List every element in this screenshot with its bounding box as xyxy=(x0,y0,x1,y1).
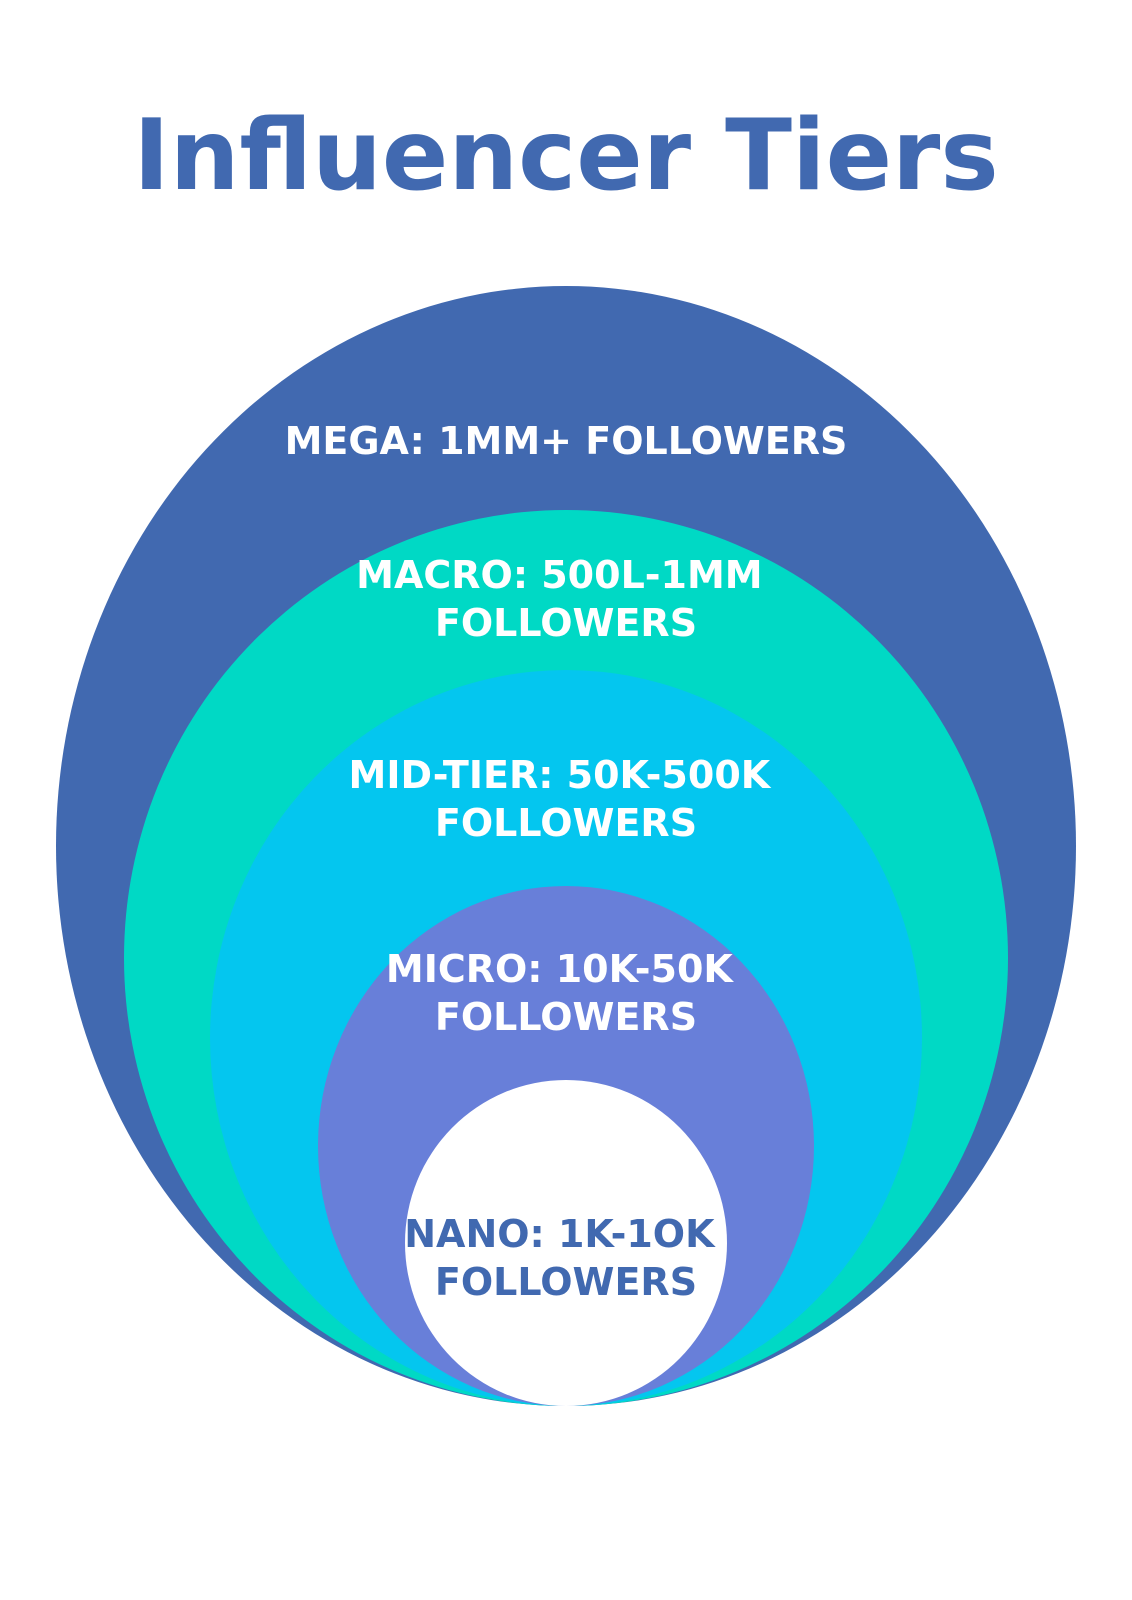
macro-label: MACRO: 500L-1MM FOLLOWERS xyxy=(356,553,776,645)
nano-label-line-2: FOLLOWERS xyxy=(435,1260,697,1304)
nano-ellipse xyxy=(405,1080,727,1406)
macro-label-line-1: MACRO: 500L-1MM xyxy=(356,553,762,597)
nano-label: NANO: 1K-1OK FOLLOWERS xyxy=(404,1212,728,1304)
mid-tier-label-line-2: FOLLOWERS xyxy=(435,801,697,845)
macro-label-line-2: FOLLOWERS xyxy=(435,601,697,645)
micro-label: MICRO: 10K-50K FOLLOWERS xyxy=(386,947,746,1039)
mega-label-line-1: MEGA: 1MM+ FOLLOWERS xyxy=(285,419,848,463)
nano-label-line-1: NANO: 1K-1OK xyxy=(404,1212,716,1256)
micro-label-line-1: MICRO: 10K-50K xyxy=(386,947,735,991)
mega-label: MEGA: 1MM+ FOLLOWERS xyxy=(285,419,848,463)
micro-label-line-2: FOLLOWERS xyxy=(435,995,697,1039)
mid-tier-label: MID-TIER: 50K-500K FOLLOWERS xyxy=(349,753,784,845)
page-title: Influencer Tiers xyxy=(133,99,999,213)
mid-tier-label-line-1: MID-TIER: 50K-500K xyxy=(349,753,772,797)
